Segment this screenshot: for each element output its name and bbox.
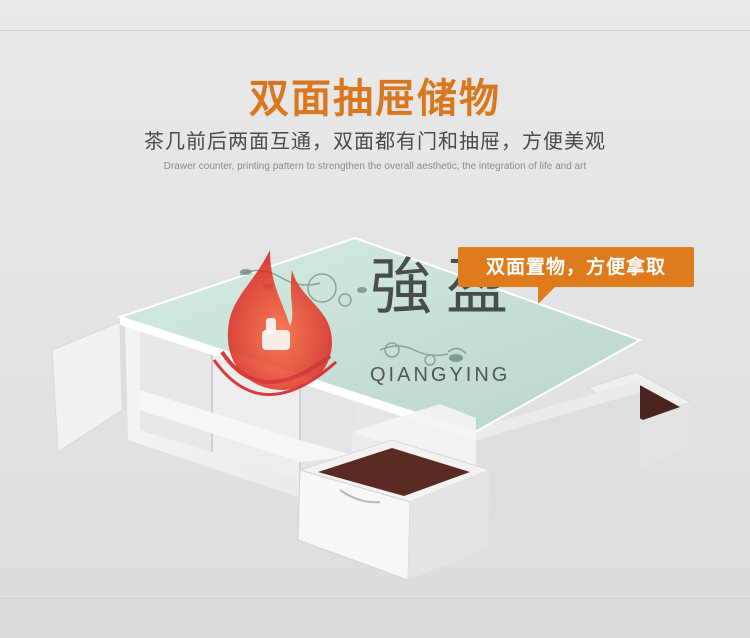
flame-thumbs-up-logo (212, 250, 337, 396)
table-right-side (470, 380, 640, 555)
callout-pointer (538, 286, 556, 304)
page-headline: 双面抽屉储物 (249, 76, 501, 122)
front-drawer (297, 439, 492, 581)
callout-label: 双面置物，方便拿取 (485, 256, 666, 278)
page-subheadline: 茶几前后两面互通，双面都有门和抽屉，方便美观 (144, 129, 606, 153)
floral-print (239, 269, 467, 366)
top-divider (0, 30, 750, 31)
bottom-divider (0, 598, 750, 599)
callout-box (458, 247, 694, 287)
page-caption: Drawer counter, printing pattern to stre… (163, 161, 587, 172)
watermark-brand-latin: QIANGYING (370, 364, 511, 386)
left-door (51, 320, 132, 453)
